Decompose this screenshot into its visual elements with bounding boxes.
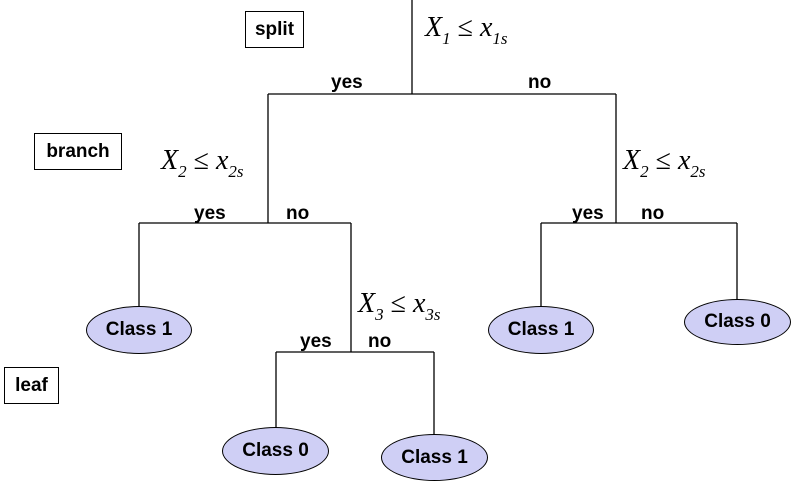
root-no-label: no bbox=[528, 72, 552, 93]
leaf-right-yes: Class 1 bbox=[488, 306, 594, 354]
leaf-right-no: Class 0 bbox=[684, 299, 791, 345]
branch-label-box: branch bbox=[34, 133, 122, 170]
leaf-x3-yes: Class 0 bbox=[222, 427, 329, 475]
root-condition: X1≤x1s bbox=[425, 12, 508, 48]
left-yes-label: yes bbox=[194, 203, 226, 224]
left-condition: X2≤x2s bbox=[161, 145, 244, 181]
root-yes-label: yes bbox=[331, 72, 363, 93]
x3-no-label: no bbox=[368, 331, 392, 352]
right-condition: X2≤x2s bbox=[623, 145, 706, 181]
leaf-x3-no: Class 1 bbox=[381, 434, 488, 481]
split-label-box: split bbox=[245, 11, 304, 48]
right-no-label: no bbox=[641, 203, 665, 224]
x3-yes-label: yes bbox=[300, 331, 332, 352]
left-no-label: no bbox=[286, 203, 310, 224]
right-yes-label: yes bbox=[572, 203, 604, 224]
x3-condition: X3≤x3s bbox=[358, 288, 441, 324]
leaf-left-yes: Class 1 bbox=[86, 306, 192, 354]
leaf-label-box: leaf bbox=[4, 367, 59, 404]
